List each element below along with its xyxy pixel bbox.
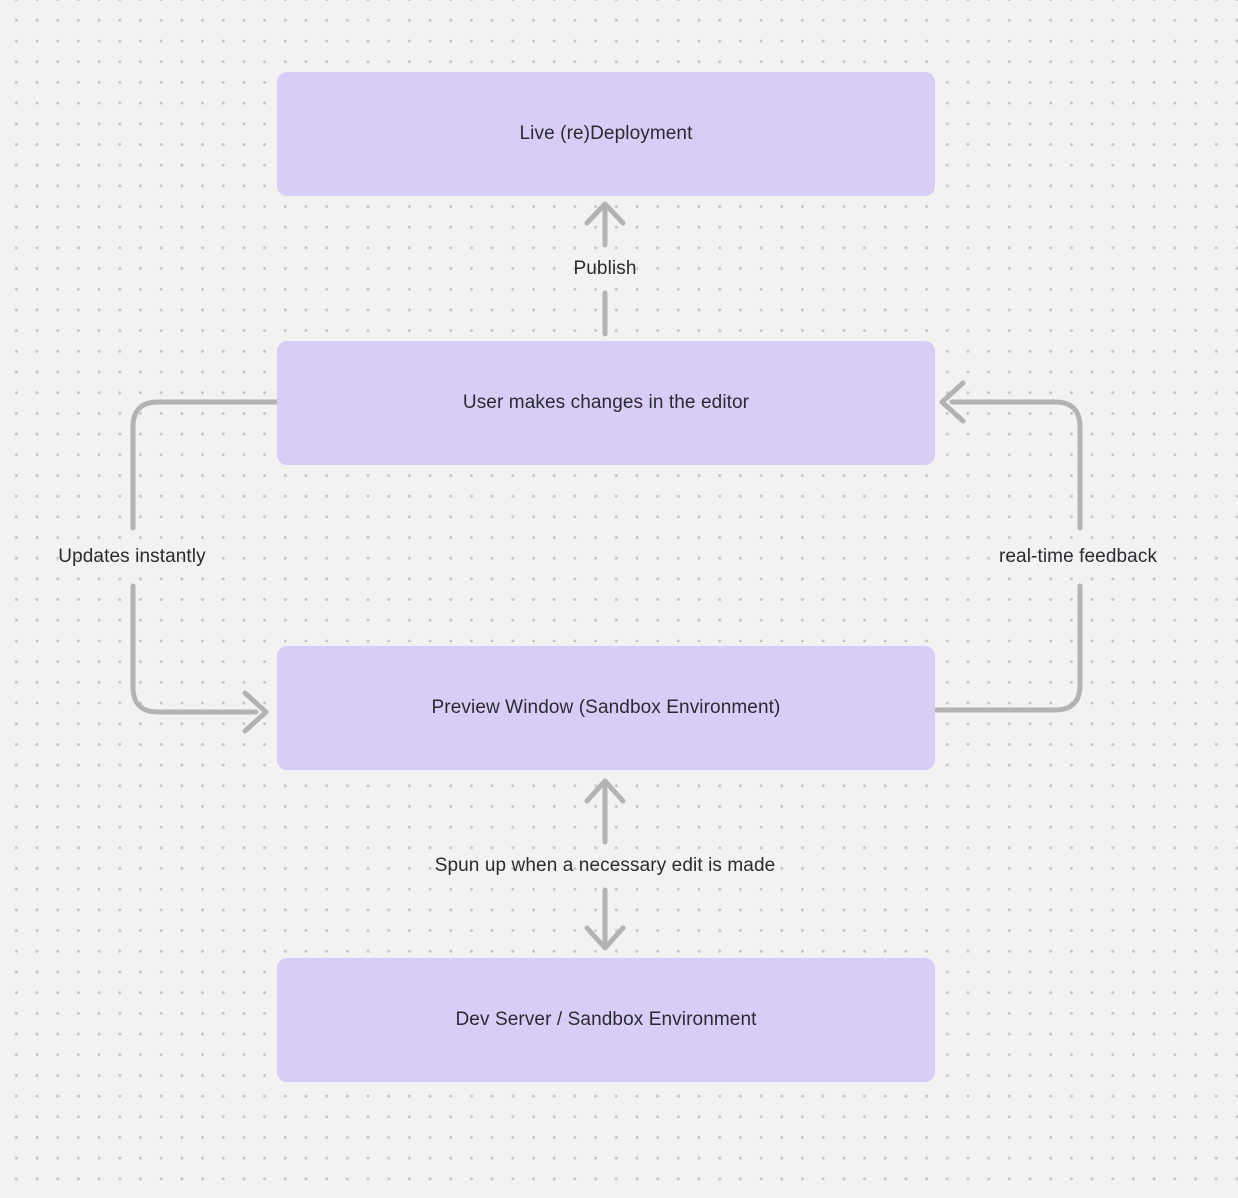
node-label: Dev Server / Sandbox Environment <box>455 1009 757 1030</box>
node-preview-window[interactable]: Preview Window (Sandbox Environment) <box>277 646 935 770</box>
node-user-editor[interactable]: User makes changes in the editor <box>277 341 935 465</box>
node-label: Preview Window (Sandbox Environment) <box>431 697 781 718</box>
edge-label-updates-instantly[interactable]: Updates instantly <box>58 546 206 567</box>
node-dev-server[interactable]: Dev Server / Sandbox Environment <box>277 958 935 1082</box>
edge-label-publish[interactable]: Publish <box>573 258 637 279</box>
edge-label-realtime-feedback[interactable]: real-time feedback <box>998 546 1158 567</box>
node-label: User makes changes in the editor <box>462 392 750 413</box>
node-label: Live (re)Deployment <box>519 123 693 144</box>
node-live-redeployment[interactable]: Live (re)Deployment <box>277 72 935 196</box>
edge-label-spun-up[interactable]: Spun up when a necessary edit is made <box>434 855 776 876</box>
